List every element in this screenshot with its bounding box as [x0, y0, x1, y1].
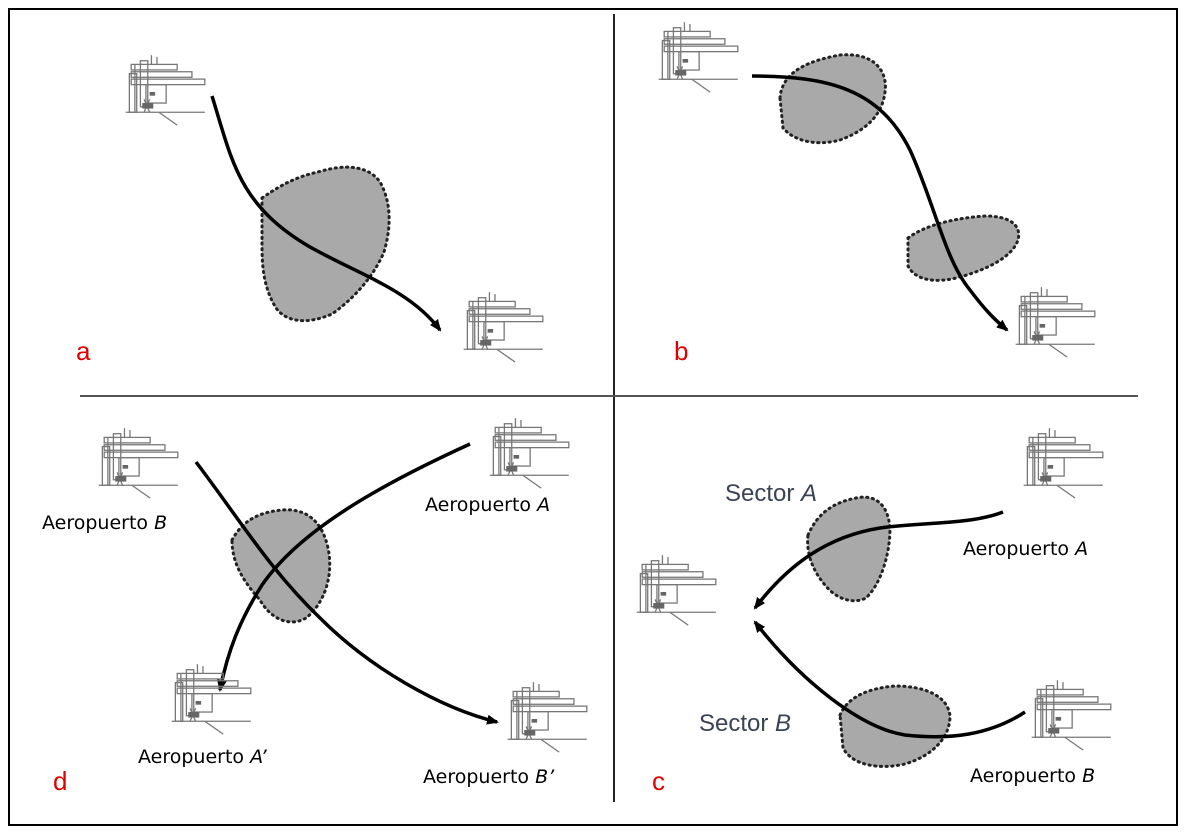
flight-path-d-a-to-a2 — [217, 442, 471, 692]
flight-path-a — [210, 95, 442, 332]
label-sector-b: Sector B — [699, 710, 792, 737]
storm-cell-c-sector-b — [838, 684, 952, 768]
label-airport-a: Aeropuerto A — [425, 494, 551, 516]
panel-letter-a: a — [76, 336, 91, 366]
flight-path-b — [751, 74, 1009, 332]
storm-cell-d — [230, 508, 332, 624]
label-airport-a-prime: Aeropuerto A’ — [138, 746, 267, 768]
label-airport-b-c: Aeropuerto B — [970, 765, 1096, 787]
control-tower-icon — [489, 418, 570, 489]
flight-path-c-from-a — [753, 510, 1004, 610]
flight-path-c-from-b — [753, 620, 1026, 739]
storm-cell-c-sector-a — [806, 495, 892, 603]
storm-cell-b1 — [778, 53, 887, 145]
control-tower-icon — [463, 292, 544, 363]
label-airport-a-c: Aeropuerto A — [963, 538, 1089, 560]
storm-cell-a — [260, 165, 391, 323]
flight-path-d-b-to-b2 — [194, 460, 499, 725]
control-tower-icon — [98, 428, 179, 499]
diagram-frame — [8, 8, 1178, 826]
control-tower-icon — [636, 555, 717, 626]
control-tower-icon — [507, 682, 588, 753]
panel-letter-d: d — [53, 766, 68, 796]
control-tower-icon — [1023, 428, 1104, 499]
panel-letter-b: b — [674, 336, 689, 366]
panel-letter-c: c — [652, 766, 665, 796]
control-tower-icon — [1031, 680, 1112, 751]
control-tower-icon — [1015, 287, 1096, 358]
label-airport-b-prime: Aeropuerto B’ — [423, 766, 555, 788]
label-sector-a: Sector A — [725, 480, 818, 507]
control-tower-icon — [171, 664, 252, 735]
storm-cell-b2 — [906, 214, 1021, 282]
label-airport-b: Aeropuerto B — [42, 512, 168, 534]
control-tower-icon — [658, 22, 739, 93]
control-tower-icon — [125, 55, 206, 126]
